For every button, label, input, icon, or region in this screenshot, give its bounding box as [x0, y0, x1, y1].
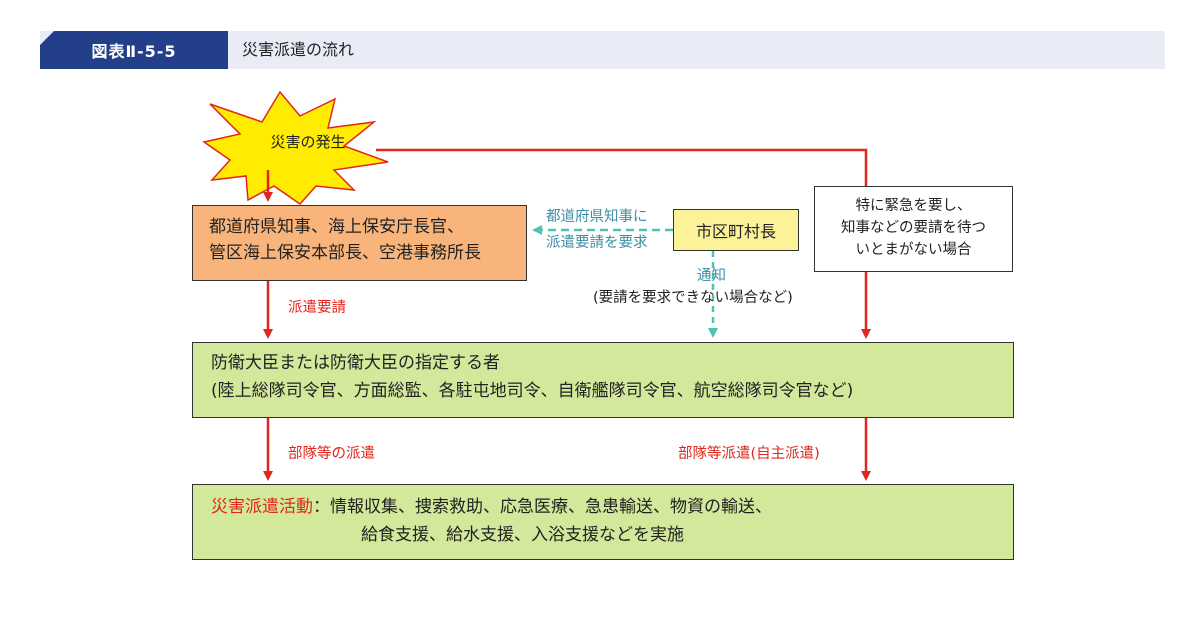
activity-line-2: 給食支援、給水支援、入浴支援などを実施 [361, 525, 684, 545]
urgent-line-3: いとまがない場合 [855, 242, 972, 258]
request-to-governor-line-2: 派遣要請を要求 [546, 235, 648, 251]
defense-line-2: (陸上総隊司令官、方面総監、各駐屯地司令、自衛艦隊司令官、航空総隊司令官など) [211, 381, 854, 401]
activity-title: 災害派遣活動 [211, 497, 313, 517]
urgent-line-2: 知事などの要請を待つ [841, 220, 986, 236]
municipality-label: 市区町村長 [695, 222, 776, 241]
prefecture-governor-box: 都道府県知事、海上保安庁長官、 管区海上保安本部長、空港事務所長 [192, 205, 527, 281]
notification-note: (要請を要求できない場合など) [593, 290, 793, 306]
autonomous-dispatch-label: 部隊等派遣(自主派遣) [678, 446, 820, 462]
defense-minister-box: 防衛大臣または防衛大臣の指定する者 (陸上総隊司令官、方面総監、各駐屯地司令、自… [192, 342, 1014, 418]
urgent-line-1: 特に緊急を要し、 [855, 198, 972, 214]
prefecture-line-1: 都道府県知事、海上保安庁長官、 [209, 217, 464, 237]
prefecture-line-2: 管区海上保安本部長、空港事務所長 [209, 243, 481, 263]
disaster-occurrence-label: 災害の発生 [270, 133, 346, 151]
disaster-relief-activity-box: 災害派遣活動 ：情報収集、捜索救助、応急医療、急患輸送、物資の輸送、 給食支援、… [192, 484, 1014, 560]
municipality-mayor-box: 市区町村長 [673, 209, 799, 251]
defense-line-1: 防衛大臣または防衛大臣の指定する者 [211, 353, 500, 373]
request-to-governor-label: 都道府県知事に 派遣要請を要求 [546, 204, 648, 256]
figure-number: 図表Ⅱ-5-5 [40, 31, 228, 69]
activity-line-1: ：情報収集、捜索救助、応急医療、急患輸送、物資の輸送、 [313, 497, 772, 517]
unit-dispatch-label: 部隊等の派遣 [288, 446, 375, 462]
figure-title: 災害派遣の流れ [242, 40, 355, 59]
dispatch-request-label: 派遣要請 [288, 300, 346, 316]
notification-label: 通知 [697, 268, 726, 284]
request-to-governor-line-1: 都道府県知事に [546, 209, 648, 225]
urgent-case-box: 特に緊急を要し、 知事などの要請を待つ いとまがない場合 [814, 186, 1013, 272]
disaster-burst-shape [202, 90, 389, 205]
arrow-disaster-to-defense [376, 148, 871, 339]
